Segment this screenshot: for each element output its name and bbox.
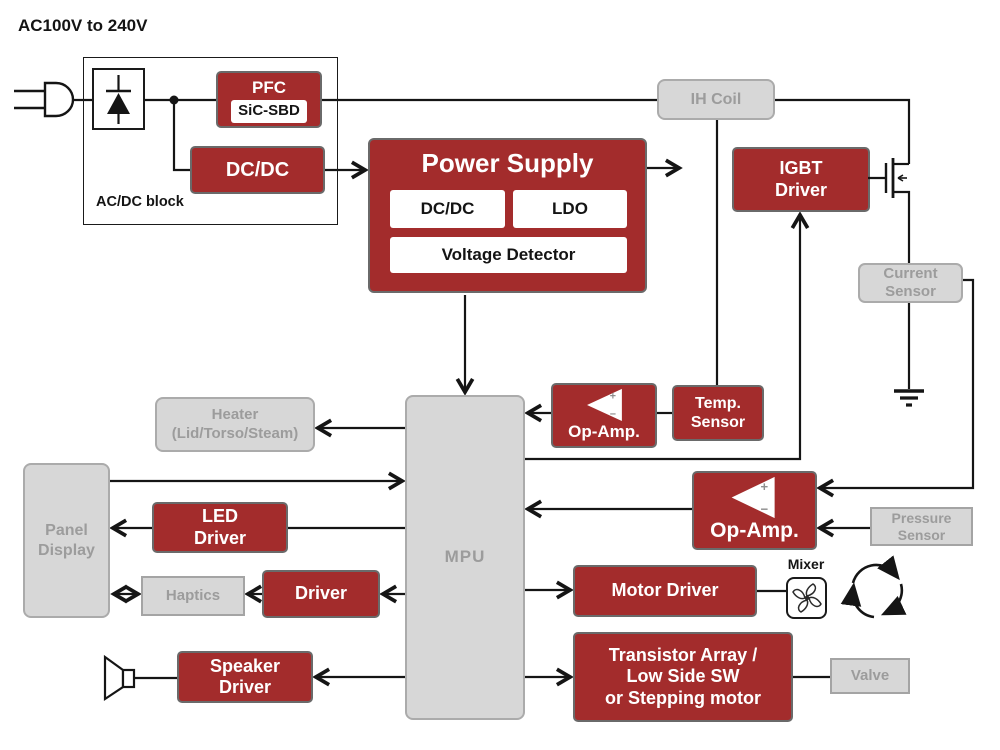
fan-icon: [791, 583, 822, 613]
igbt-driver-line2: Driver: [774, 179, 828, 200]
pfc-block: PFC SiC-SBD: [216, 71, 322, 128]
pressure-sensor-line1: Pressure: [891, 509, 952, 526]
current-sensor-block: Current Sensor: [858, 263, 963, 303]
speaker-driver-block: Speaker Driver: [177, 651, 313, 703]
led-driver-block: LED Driver: [152, 502, 288, 553]
ps-dcdc-label: DC/DC: [420, 198, 475, 218]
igbt-driver-line1: IGBT: [779, 158, 823, 179]
ps-voltage-detector-subblock: Voltage Detector: [390, 237, 627, 273]
panel-display-block: Panel Display: [23, 463, 110, 618]
haptics-label: Haptics: [165, 586, 221, 604]
pressure-sensor-line2: Sensor: [897, 526, 946, 543]
ps-voltage-detector-label: Voltage Detector: [441, 244, 576, 264]
transistor-array-line2: Low Side SW: [626, 666, 740, 687]
motor-driver-block: Motor Driver: [573, 565, 757, 617]
acdc-block-outline: [83, 57, 338, 225]
ac-plug-icon: [14, 81, 75, 118]
pfc-label: PFC: [252, 78, 286, 98]
valve-label: Valve: [850, 666, 890, 684]
haptics-block: Haptics: [141, 576, 245, 616]
mixer-fan-box: [786, 577, 827, 619]
led-driver-line2: Driver: [193, 527, 247, 548]
mpu-label: MPU: [444, 547, 486, 567]
ps-ldo-label: LDO: [552, 198, 588, 218]
ih-coil-label: IH Coil: [690, 90, 742, 108]
transistor-array-line3: or Stepping motor: [605, 687, 761, 708]
opamp1-plus: +: [610, 391, 616, 403]
opamp2-plus: +: [760, 479, 768, 494]
heater-line2: (Lid/Torso/Steam): [171, 424, 299, 442]
power-supply-title: Power Supply: [421, 148, 594, 178]
temp-sensor-block: Temp. Sensor: [672, 385, 764, 441]
pressure-sensor-block: Pressure Sensor: [870, 507, 973, 546]
acdc-dcdc-block: DC/DC: [190, 146, 325, 194]
motor-driver-label: Motor Driver: [611, 580, 719, 601]
speaker-driver-line1: Speaker: [209, 655, 281, 676]
ps-ldo-subblock: LDO: [513, 190, 627, 228]
heater-block: Heater (Lid/Torso/Steam): [155, 397, 315, 452]
current-sensor-line1: Current: [883, 264, 938, 282]
heater-line1: Heater: [211, 406, 259, 424]
opamp2-block: + − Op-Amp.: [692, 471, 817, 550]
opamp2-triangle-icon: + −: [731, 476, 775, 519]
rotation-arrows-icon: [840, 555, 907, 619]
mpu-block: MPU: [405, 395, 525, 720]
temp-sensor-line1: Temp.: [695, 394, 741, 412]
valve-block: Valve: [830, 658, 910, 694]
igbt-driver-block: IGBT Driver: [732, 147, 870, 212]
panel-display-line1: Panel: [45, 522, 88, 540]
transistor-array-line1: Transistor Array /: [608, 645, 758, 666]
speaker-driver-line2: Driver: [218, 677, 272, 697]
temp-sensor-line2: Sensor: [690, 414, 746, 431]
mixer-label: Mixer: [787, 556, 825, 572]
acdc-dcdc-label: DC/DC: [225, 158, 290, 181]
ground-icon: [894, 389, 924, 407]
opamp1-block: + − Op-Amp.: [551, 383, 657, 448]
rectifier-box: [92, 68, 145, 130]
acdc-block-label: AC/DC block: [96, 194, 184, 210]
led-driver-line1: LED: [202, 506, 238, 527]
ih-coil-block: IH Coil: [657, 79, 775, 120]
opamp1-label: Op-Amp.: [568, 421, 640, 441]
opamp1-minus: −: [610, 408, 616, 420]
mosfet-icon: [868, 158, 911, 263]
opamp1-triangle-icon: + −: [587, 388, 622, 422]
transistor-array-block: Transistor Array / Low Side SW or Steppi…: [573, 632, 793, 722]
diagram-title: AC100V to 240V: [18, 16, 148, 35]
ps-dcdc-subblock: DC/DC: [390, 190, 505, 228]
current-sensor-line2: Sensor: [885, 283, 936, 300]
driver-label: Driver: [294, 583, 348, 604]
sic-sbd-label: SiC-SBD: [231, 100, 307, 123]
driver-block: Driver: [262, 570, 380, 618]
panel-display-line2: Display: [38, 541, 95, 559]
speaker-icon: [103, 654, 136, 702]
opamp2-label: Op-Amp.: [710, 519, 799, 542]
opamp2-minus: −: [760, 501, 768, 516]
